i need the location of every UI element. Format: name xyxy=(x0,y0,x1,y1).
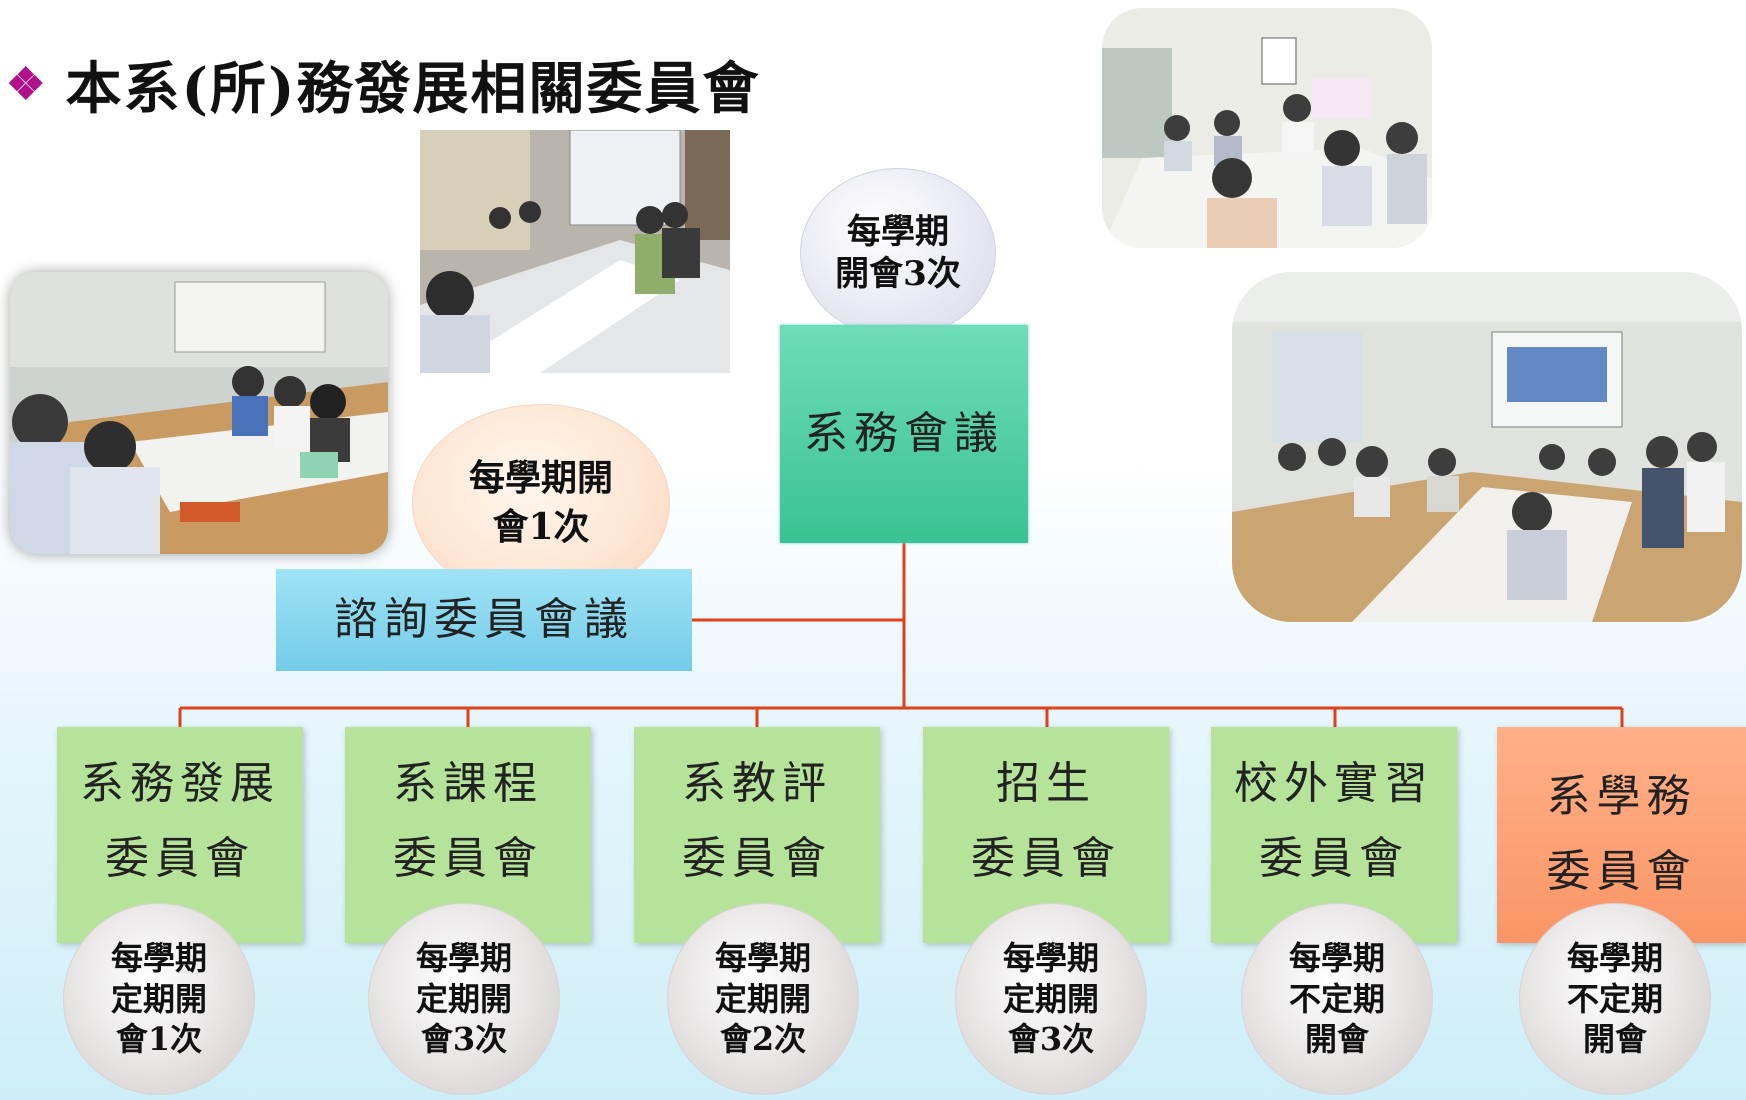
bubble-line: 開會 xyxy=(1304,1020,1369,1059)
box-label: 委員會 xyxy=(1546,846,1697,897)
bubble-line: 每學期 xyxy=(415,938,512,977)
box-label: 系教評 xyxy=(682,758,832,809)
bubble-line: 會3次 xyxy=(420,1020,508,1059)
committee-frequency-bubble-1: 每學期 定期開 會1次 xyxy=(63,903,255,1095)
box-label: 委員會 xyxy=(105,832,255,884)
bubble-line: 會2次 xyxy=(719,1020,807,1059)
box-label: 委員會 xyxy=(682,832,832,884)
meeting-photo-1 xyxy=(10,272,388,554)
bubble-line: 會1次 xyxy=(115,1020,203,1059)
bubble-line: 不定期 xyxy=(1288,979,1385,1018)
bubble-line: 開會3次 xyxy=(835,254,961,294)
diamond-bullet-icon: ❖ xyxy=(6,58,48,110)
meeting-photo-4 xyxy=(1232,272,1742,622)
advisory-committee-box: 諮詢委員會議 xyxy=(276,569,692,671)
bubble-line: 每學期 xyxy=(1002,938,1099,977)
box-label: 系務會議 xyxy=(804,407,1004,459)
bubble-line: 每學期 xyxy=(110,938,207,977)
committee-frequency-bubble-3: 每學期 定期開 會2次 xyxy=(667,903,859,1095)
bubble-line: 會3次 xyxy=(1007,1020,1095,1059)
bubble-line: 不定期 xyxy=(1566,979,1663,1018)
box-label: 委員會 xyxy=(393,832,543,884)
committee-frequency-bubble-5: 每學期 不定期 開會 xyxy=(1241,903,1433,1095)
meeting-photo-3 xyxy=(1102,8,1432,248)
main-frequency-bubble: 每學期 開會3次 xyxy=(800,168,996,338)
bubble-line: 每學期開 xyxy=(468,457,613,500)
bubble-line: 定期開 xyxy=(1002,979,1099,1018)
committee-frequency-bubble-2: 每學期 定期開 會3次 xyxy=(368,903,560,1095)
box-label: 系學務 xyxy=(1546,771,1697,823)
box-label: 委員會 xyxy=(971,832,1121,884)
meeting-photo-2 xyxy=(420,130,730,373)
box-label: 諮詢委員會議 xyxy=(334,593,634,645)
box-label: 校外實習 xyxy=(1234,758,1434,809)
committee-frequency-bubble-6: 每學期 不定期 開會 xyxy=(1519,903,1711,1095)
title-text: 本系(所)務發展相關委員會 xyxy=(65,55,761,122)
bubble-line: 每學期 xyxy=(1566,938,1663,977)
box-label: 委員會 xyxy=(1259,832,1409,884)
committee-frequency-bubble-4: 每學期 定期開 會3次 xyxy=(955,903,1147,1095)
bubble-line: 開會 xyxy=(1582,1020,1647,1059)
bubble-line: 每學期 xyxy=(714,938,811,977)
page-title: ❖ 本系(所)務發展相關委員會 xyxy=(6,44,760,124)
department-affairs-meeting-box: 系務會議 xyxy=(780,325,1028,543)
bubble-line: 每學期 xyxy=(847,211,949,252)
bubble-line: 定期開 xyxy=(415,979,512,1018)
box-label: 系務發展 xyxy=(80,758,280,809)
bubble-line: 定期開 xyxy=(110,979,207,1018)
bubble-line: 每學期 xyxy=(1288,938,1385,977)
bubble-line: 定期開 xyxy=(714,979,811,1018)
bubble-line: 會1次 xyxy=(492,506,590,548)
box-label: 系課程 xyxy=(393,758,543,809)
box-label: 招生 xyxy=(996,758,1096,809)
